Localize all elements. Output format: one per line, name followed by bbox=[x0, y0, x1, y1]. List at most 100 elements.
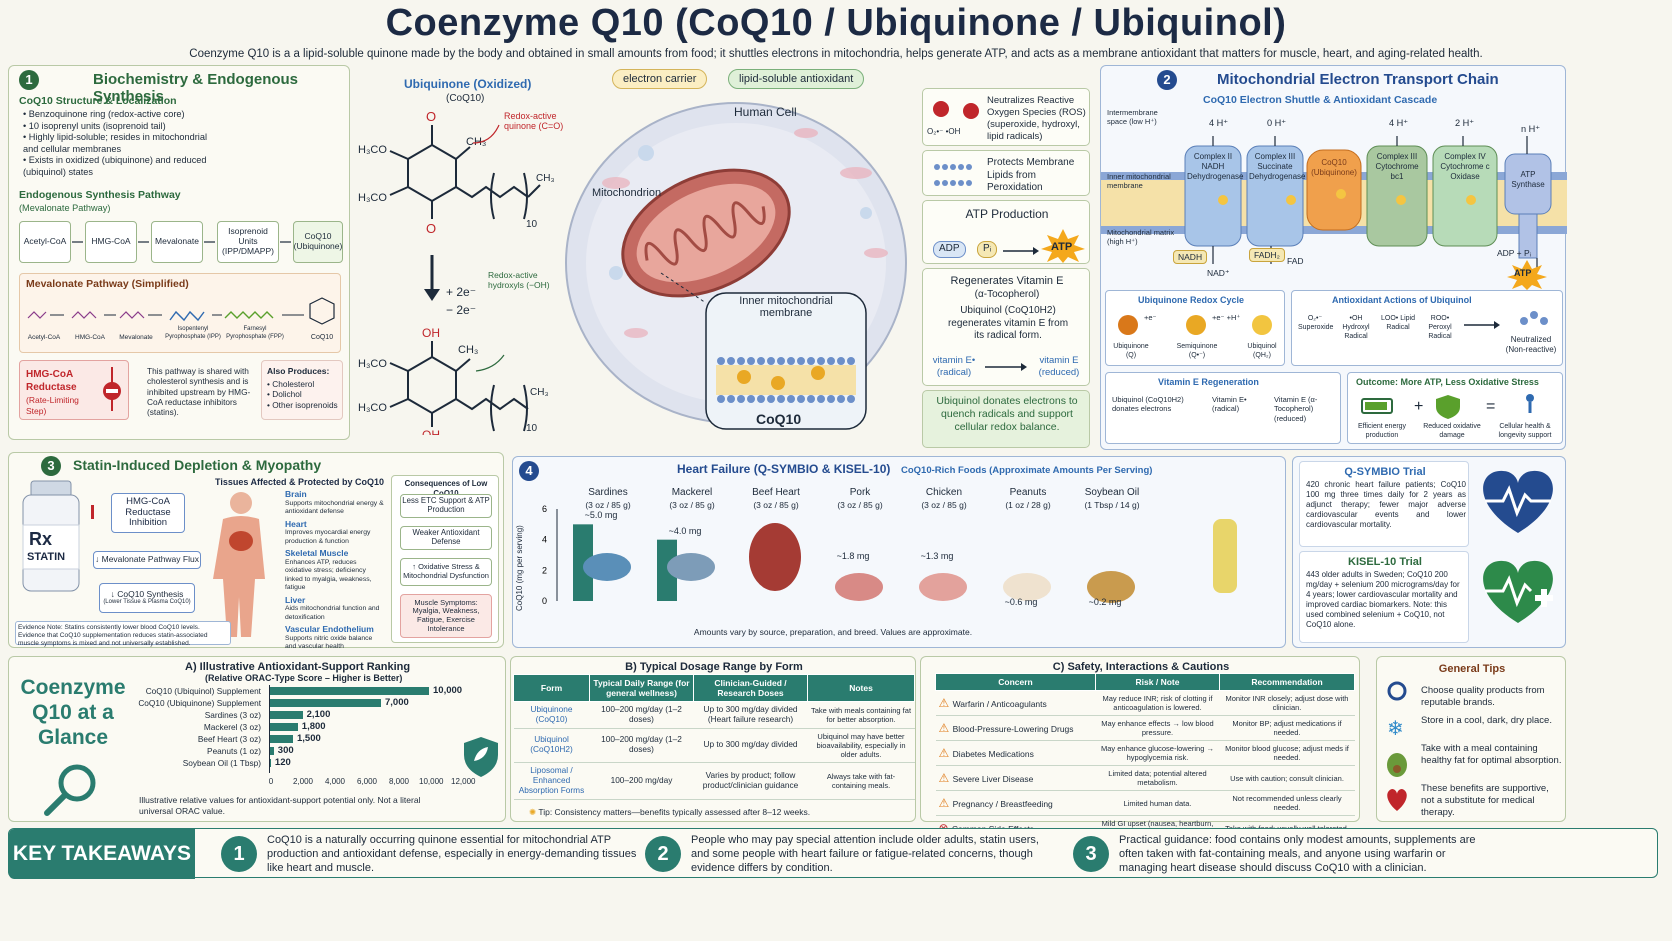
qsymbio-title: Q-SYMBIO Trial bbox=[1344, 466, 1426, 478]
antioxidant-title: Antioxidant Actions of Ubiquinol bbox=[1332, 295, 1472, 305]
rank-label: CoQ10 (Ubiquinol) Supplement bbox=[145, 686, 261, 696]
human-body-icon bbox=[213, 492, 265, 637]
rank-title: A) Illustrative Antioxidant-Support Rank… bbox=[185, 661, 411, 673]
dose-col-header: Clinician-Guided / Research Doses bbox=[693, 674, 808, 702]
trial-panel: Q-SYMBIO Trial 420 chronic heart failure… bbox=[1292, 456, 1566, 648]
pi-pill: Pᵢ bbox=[977, 241, 998, 258]
warning-icon: ⚠ bbox=[938, 745, 953, 760]
food-name: Peanuts bbox=[1009, 487, 1047, 498]
tissue-name: Heart bbox=[285, 518, 307, 529]
warning-icon: ⚠ bbox=[938, 770, 953, 785]
ros-text: Neutralizes Reactive Oxygen Species (ROS… bbox=[987, 95, 1086, 142]
oil-bottle-icon bbox=[1213, 519, 1237, 593]
rank-x-tick: 0 bbox=[268, 777, 274, 786]
tissue-desc: Enhances ATP, reduces oxidative stress; … bbox=[285, 558, 372, 592]
structure-item: 10 isoprenyl units (isoprenoid tail) bbox=[23, 121, 223, 133]
snowflake-icon: ❄ bbox=[1387, 718, 1404, 740]
complex-4: Complex IV Cytochrome c Oxidase bbox=[1440, 152, 1490, 181]
kisel-text: 443 older adults in Sweden; CoQ10 200 mg… bbox=[1306, 570, 1460, 629]
panel-statin: 3 Statin-Induced Depletion & Myopathy Rx… bbox=[8, 452, 504, 650]
tips-title: General Tips bbox=[1438, 663, 1506, 675]
structure-item: Benzoquinone ring (redox-active core) bbox=[23, 109, 223, 121]
bar-mackerel bbox=[657, 539, 677, 601]
dose-tip: ✺ Tip: Consistency matters—benefits typi… bbox=[529, 807, 810, 818]
food-serving: (3 oz / 85 g) bbox=[753, 500, 799, 510]
rank-value: 10,000 bbox=[433, 685, 463, 696]
safety-table: Concern Risk / Note Recommendation ⚠ War… bbox=[935, 673, 1355, 841]
consequence-item: Weaker Antioxidant Defense bbox=[400, 526, 492, 550]
takeaway-text: Practical guidance: food contains only m… bbox=[1119, 834, 1476, 874]
rank-value: 1,800 bbox=[301, 721, 326, 732]
safety-cell: Monitor blood glucose; adjust meds if ne… bbox=[1219, 740, 1355, 766]
safety-title: C) Safety, Interactions & Cautions bbox=[1052, 661, 1230, 673]
dose-cell: 100–200 mg/day bbox=[589, 762, 694, 800]
panel-4-subtitle: CoQ10-Rich Foods (Approximate Amounts Pe… bbox=[901, 465, 1153, 476]
redox-hydroxyl-label: Redox-active hydroxyls (−OH) bbox=[488, 270, 550, 290]
atp-label: ATP bbox=[1051, 241, 1073, 253]
atp-burst-icon bbox=[1507, 260, 1547, 290]
neutralized-label: Neutralized (Non-reactive) bbox=[1505, 335, 1557, 354]
hmg-reductase-label: HMG-CoA Reductase bbox=[26, 369, 77, 393]
membrane-icon bbox=[934, 164, 972, 186]
rank-value: 120 bbox=[274, 757, 291, 768]
consequences-box: Consequences of Low CoQ10 Less ETC Suppo… bbox=[391, 475, 499, 643]
fadh-pill: FADH₂ bbox=[1249, 248, 1285, 262]
adp-pi-label: ADP + Pᵢ bbox=[1497, 248, 1532, 258]
statin-label: STATIN bbox=[27, 551, 66, 563]
food-serving: (3 oz / 85 g) bbox=[585, 500, 631, 510]
outcome-icons: + = bbox=[1361, 394, 1534, 419]
data-label: ~1.3 mg bbox=[920, 551, 954, 561]
shared-pathway-note: This pathway is shared with cholesterol … bbox=[147, 366, 251, 418]
electron-label: +e⁻ bbox=[1144, 313, 1157, 322]
hmg-reductase-box: HMG-CoA Reductase (Rate-Limiting Step) bbox=[19, 360, 129, 420]
structure-item: Exists in oxidized (ubiquinone) and redu… bbox=[23, 155, 223, 178]
rank-value: 300 bbox=[277, 745, 294, 756]
proton-count: 2 H⁺ bbox=[1455, 118, 1475, 128]
safety-cell: Not recommended unless clearly needed. bbox=[1219, 790, 1355, 816]
pork-illustration bbox=[835, 573, 883, 601]
vite-title: Regenerates Vitamin E bbox=[950, 275, 1064, 287]
evidence-note: Evidence Note: Statins consistently lowe… bbox=[15, 621, 231, 647]
arrow-icon bbox=[1003, 247, 1039, 255]
coq10-shuttle: CoQ10 (Ubiquinone) bbox=[1311, 158, 1357, 177]
panel-tips: General Tips ❄ Choose quality products f… bbox=[1376, 656, 1566, 822]
tag-electron-carrier: electron carrier bbox=[612, 69, 708, 89]
svg-text:=: = bbox=[1486, 398, 1495, 415]
panel-heart-failure: 4 Heart Failure (Q-SYMBIO & KISEL-10) Co… bbox=[512, 456, 1286, 648]
vite-sub: (α-Tocopherol) bbox=[974, 289, 1040, 300]
svg-text:+: + bbox=[1414, 398, 1423, 415]
rank-x-tick: 8,000 bbox=[388, 777, 410, 786]
chicken-illustration bbox=[919, 573, 967, 601]
warning-icon: ⚠ bbox=[938, 695, 953, 710]
also-produces-list: Cholesterol Dolichol Other isoprenoids bbox=[267, 379, 338, 410]
structure-list: Benzoquinone ring (redox-active core) 10… bbox=[23, 109, 223, 178]
food-name: Soybean Oil bbox=[1084, 487, 1140, 498]
rank-label: Mackerel (3 oz) bbox=[203, 722, 261, 732]
cell-svg bbox=[565, 102, 907, 430]
lipids-text: Protects Membrane Lipids from Peroxidati… bbox=[987, 157, 1075, 193]
takeaway-text: CoQ10 is a naturally occurring quinone e… bbox=[267, 834, 637, 874]
takeaway-number: 2 bbox=[645, 836, 681, 872]
coq10-structures: O O H₃CO H₃CO CH₃ CH₃ 10 OH OH H₃CO H₃CO… bbox=[358, 109, 554, 435]
dose-row: Ubiquinol (CoQ10H2)100–200 mg/day (1–2 d… bbox=[513, 728, 915, 763]
key-takeaways: KEY TAKEAWAYS 1 CoQ10 is a naturally occ… bbox=[8, 828, 1658, 879]
arrow-icon bbox=[1464, 321, 1500, 329]
svg-text:H₃CO: H₃CO bbox=[358, 144, 387, 156]
panel-3-number: 3 bbox=[41, 456, 61, 476]
mev-step-label: HMG-CoA bbox=[75, 334, 105, 341]
card-donate: Ubiquinol donates electrons to quench ra… bbox=[922, 390, 1090, 448]
redox-cycle-title: Ubiquinone Redox Cycle bbox=[1138, 295, 1245, 305]
svg-text:O: O bbox=[426, 221, 436, 236]
svg-text:OH: OH bbox=[422, 428, 440, 435]
vite-step: Ubiquinol (CoQ10H2) donates electrons bbox=[1112, 395, 1184, 414]
proton-count: 4 H⁺ bbox=[1389, 118, 1409, 128]
safety-col-header: Risk / Note bbox=[1095, 673, 1220, 691]
matrix-label: Mitochondrial matrix (high H⁺) bbox=[1107, 228, 1175, 247]
safety-cell: ⚠ Diabetes Medications bbox=[935, 740, 1096, 766]
food-name: Sardines bbox=[588, 487, 628, 498]
rank-bar bbox=[269, 711, 303, 719]
